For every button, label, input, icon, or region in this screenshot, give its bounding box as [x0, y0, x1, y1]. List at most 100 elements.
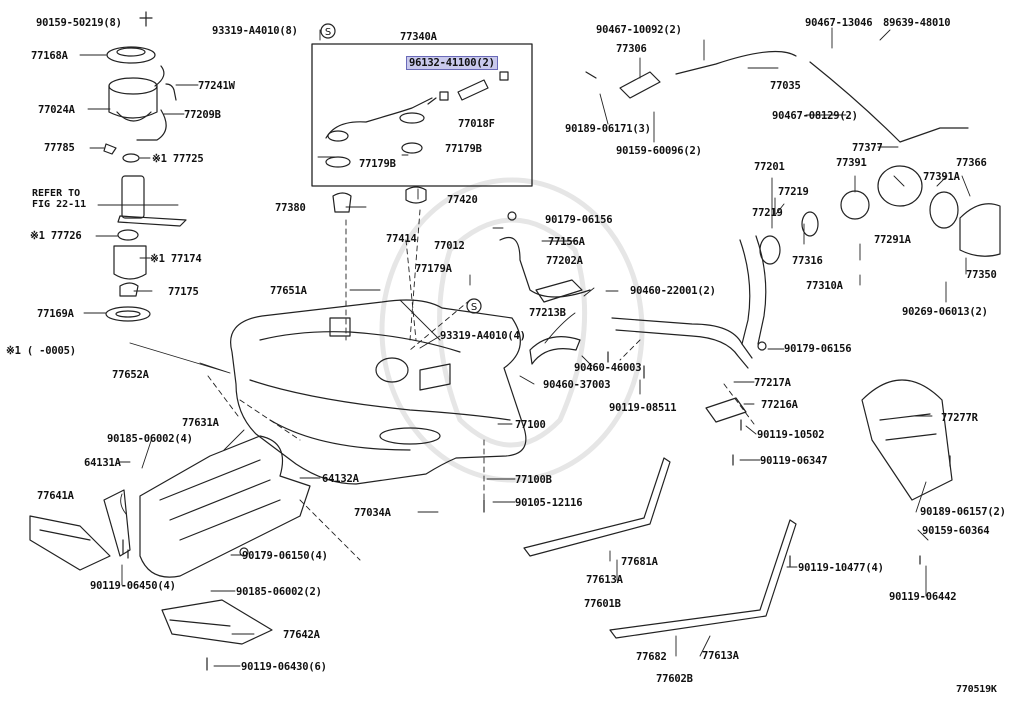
- sender-gauge-parts: [325, 71, 509, 213]
- part-label: 77391A: [923, 171, 960, 183]
- highlighted-part-label[interactable]: 96132-41100(2): [406, 56, 498, 70]
- part-label: 77642A: [283, 629, 320, 641]
- filler-pipe-parts: [499, 50, 1001, 369]
- part-label: 93319-A4010(4): [440, 330, 526, 342]
- part-label: 90467-10092(2): [596, 24, 682, 36]
- part-label: 77277R: [941, 412, 978, 424]
- part-label: 77241W: [198, 80, 235, 92]
- part-label: 77035: [770, 80, 801, 92]
- part-label: 90269-06013(2): [902, 306, 988, 318]
- part-label: 90119-10477(4): [798, 562, 884, 574]
- part-label: 77601B: [584, 598, 621, 610]
- part-label: 90460-46003: [574, 362, 642, 374]
- part-label: 77641A: [37, 490, 74, 502]
- part-label: 77202A: [546, 255, 583, 267]
- part-label: 90467-08129(2): [772, 110, 858, 122]
- part-label: ※1 77725: [152, 153, 204, 165]
- part-label: 90179-06150(4): [242, 550, 328, 562]
- part-label: 77100B: [515, 474, 552, 486]
- part-label: 90179-06156: [784, 343, 852, 355]
- part-label: 77651A: [270, 285, 307, 297]
- part-label: 90105-12116: [515, 497, 583, 509]
- part-label: 77306: [616, 43, 647, 55]
- part-label: 90179-06156: [545, 214, 613, 226]
- leader-lines: [79, 20, 971, 667]
- part-label: 77340A: [400, 31, 437, 43]
- part-label: 77652A: [112, 369, 149, 381]
- part-label: 77012: [434, 240, 465, 252]
- part-label: 77350: [966, 269, 997, 281]
- part-label: 90159-60364: [922, 525, 990, 537]
- part-label: 77391: [836, 157, 867, 169]
- part-label: 90159-60096(2): [616, 145, 702, 157]
- part-label: ※1 77174: [150, 253, 202, 265]
- part-label: 90119-06347: [760, 455, 828, 467]
- part-label: 77034A: [354, 507, 391, 519]
- part-label: 77420: [447, 194, 478, 206]
- s-marker-kit-text: S: [325, 27, 331, 38]
- s-marker-kit: [320, 23, 336, 39]
- part-label: 77175: [168, 286, 199, 298]
- part-label: 90119-06450(4): [90, 580, 176, 592]
- part-label: 77414: [386, 233, 417, 245]
- part-label: 77179A: [415, 263, 452, 275]
- part-label: 90119-06430(6): [241, 661, 327, 673]
- part-label: 77613A: [586, 574, 623, 586]
- part-label: 77602B: [656, 673, 693, 685]
- part-label: 77100: [515, 419, 546, 431]
- fuel-tank-shape: [230, 299, 527, 485]
- watermark-emblem: [379, 177, 645, 483]
- part-label: 90119-10502: [757, 429, 825, 441]
- part-label: 77785: [44, 142, 75, 154]
- part-label: 77366: [956, 157, 987, 169]
- part-label: 90185-06002(2): [236, 586, 322, 598]
- part-label: 64132A: [322, 473, 359, 485]
- part-label: 90185-06002(4): [107, 433, 193, 445]
- part-label: 77310A: [806, 280, 843, 292]
- part-label: 77209B: [184, 109, 221, 121]
- part-label: 90189-06157(2): [920, 506, 1006, 518]
- part-label: 77219: [778, 186, 809, 198]
- part-label: 90460-37003: [543, 379, 611, 391]
- part-label: ※1 77726: [30, 230, 82, 242]
- tank-band-parts: [523, 379, 953, 639]
- part-label: 90119-06442: [889, 591, 957, 603]
- part-label: 77380: [275, 202, 306, 214]
- pump-assembly-parts: [103, 11, 187, 322]
- part-label: 77168A: [31, 50, 68, 62]
- part-label: 77613A: [702, 650, 739, 662]
- part-label: 77377: [852, 142, 883, 154]
- dashed-leaders: [207, 209, 755, 561]
- s-marker-hose: [466, 298, 482, 314]
- part-label: 77682: [636, 651, 667, 663]
- part-label: 77213B: [529, 307, 566, 319]
- part-label: 77217A: [754, 377, 791, 389]
- part-label: 90460-22001(2): [630, 285, 716, 297]
- kit-box-77340A: [311, 43, 533, 187]
- part-label: 77291A: [874, 234, 911, 246]
- part-label: 77216A: [761, 399, 798, 411]
- part-label: 77156A: [548, 236, 585, 248]
- s-marker-hose-text: S: [471, 302, 477, 313]
- footnote: ※1 ( -0005): [6, 345, 76, 357]
- refer-to-note: REFER TO FIG 22-11: [32, 188, 87, 210]
- heat-insulator-parts: [29, 435, 311, 645]
- part-label: 77631A: [182, 417, 219, 429]
- part-label: 90119-08511: [609, 402, 677, 414]
- part-label: 77179B: [359, 158, 396, 170]
- part-label: 77681A: [621, 556, 658, 568]
- part-label: 64131A: [84, 457, 121, 469]
- part-label: 77201: [754, 161, 785, 173]
- fastener-symbols: [122, 211, 951, 671]
- part-label: 89639-48010: [883, 17, 951, 29]
- part-label: 77219: [752, 207, 783, 219]
- part-label: 77169A: [37, 308, 74, 320]
- part-label: 77018F: [458, 118, 495, 130]
- part-label: 90189-06171(3): [565, 123, 651, 135]
- part-label: 77179B: [445, 143, 482, 155]
- part-label: 90467-13046: [805, 17, 873, 29]
- part-label: 93319-A4010(8): [212, 25, 298, 37]
- part-label: 77024A: [38, 104, 75, 116]
